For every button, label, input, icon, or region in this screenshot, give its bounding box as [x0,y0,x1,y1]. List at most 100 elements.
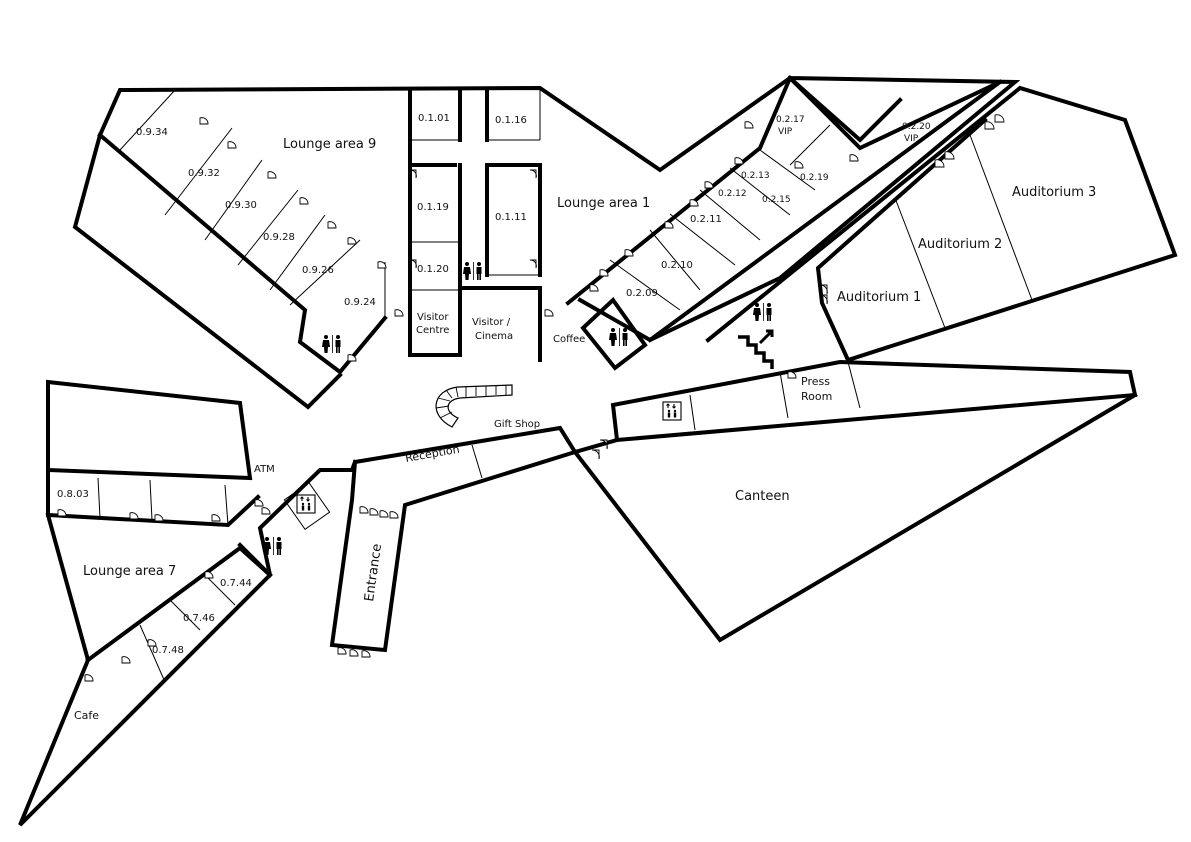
restroom-icon [462,261,482,281]
label-visitor-cinema-2: Cinema [475,331,513,342]
room-0924: 0.9.24 [344,297,376,308]
door-swing-icon [379,510,389,518]
room-0220: 0.2.20 [902,122,931,132]
door-swing-icon [199,117,209,125]
door-swing-icon [984,121,995,130]
door-swing-icon [299,197,309,205]
stairs-down-icon [738,335,774,369]
door-swing-icon [599,439,608,450]
door-swing-icon [347,237,357,245]
door-swing-icon [347,354,357,362]
label-reception: Reception [404,443,460,465]
door-swing-icon [254,499,264,507]
label-lounge-area-9: Lounge area 9 [283,137,376,152]
room-0746: 0.7.46 [183,613,215,624]
thin-dividers [97,89,1033,683]
wall-lounge9-block [72,75,903,410]
wall-canteen [572,392,1138,643]
label-gift-shop: Gift Shop [494,419,540,430]
room-0926: 0.9.26 [302,265,334,276]
room-0213: 0.2.13 [741,171,770,181]
wall-coffee-restroom [580,296,648,371]
door-swing-icon [934,159,945,168]
elevator-icon [662,401,682,421]
label-atm: ATM [254,464,275,475]
door-swing-icon [994,114,1005,123]
door-swing-icon [409,169,417,179]
room-0215: 0.2.15 [762,195,791,205]
restroom-icon [752,302,772,322]
door-swing-icon [819,284,828,295]
door-swing-icon [394,309,404,317]
door-swing-icon [529,259,537,269]
door-swing-icon [227,141,237,149]
room-0217-vip: VIP [778,127,793,137]
wall-central [408,88,542,362]
room-0111: 0.1.11 [495,212,527,223]
door-swing-icon [787,371,797,379]
door-swing-icon [409,259,417,269]
door-swing-icon [849,154,859,162]
door-swing-icon [57,509,67,517]
door-swing-icon [599,269,609,277]
room-0211: 0.2.11 [690,214,722,225]
room-0209: 0.2.09 [626,288,658,299]
door-swing-icon [591,449,600,460]
door-swing-icon [664,221,674,229]
label-visitor-cinema: Visitor / [472,317,511,328]
restroom-icon [608,327,628,347]
room-0748: 0.7.48 [152,645,184,656]
room-0744: 0.7.44 [220,578,252,589]
label-visitor-centre: Visitor [417,312,449,323]
room-0803: 0.8.03 [57,489,89,500]
room-0928: 0.9.28 [263,232,295,243]
room-0212: 0.2.12 [718,189,747,199]
door-swing-icon [147,639,157,647]
labels: Lounge area 9 Lounge area 1 Lounge area … [57,113,1096,722]
room-0220-vip: VIP [904,134,919,144]
door-swing-icon [121,656,131,664]
door-swing-icon [544,309,554,317]
door-swing-icon [349,649,359,657]
door-swing-icon [261,507,271,515]
restroom-icon [262,536,282,556]
spiral-staircase-icon [435,384,513,428]
door-swing-icon [624,249,634,257]
label-lounge-area-1: Lounge area 1 [557,196,650,211]
door-swing-icon [204,571,214,579]
label-auditorium-2: Auditorium 2 [918,237,1002,252]
label-auditorium-1: Auditorium 1 [837,290,921,305]
room-0932: 0.9.32 [188,168,220,179]
wall-rooms-0101-0116 [458,88,489,142]
wall-wing02 [565,75,1021,343]
door-swing-icon [327,221,337,229]
label-visitor-centre-2: Centre [416,325,449,336]
room-0217: 0.2.17 [776,115,805,125]
door-swing-icon [211,514,221,522]
label-press-room: Press [801,375,830,388]
room-0934: 0.9.34 [136,127,168,138]
wall-auditoriums [705,85,1178,363]
label-lounge-area-7: Lounge area 7 [83,564,176,579]
room-0101: 0.1.01 [418,113,450,124]
door-swing-icon [689,199,699,207]
wall-lounge9-corridor [97,132,388,375]
wall-wing02-inner [647,79,1003,343]
label-canteen: Canteen [735,489,790,504]
door-swing-icon [704,181,714,189]
doors [57,114,1005,682]
door-swing-icon [794,161,804,169]
wall-reception [329,425,579,653]
label-press-room-2: Room [801,390,832,403]
door-swing-icon [267,171,277,179]
elevator-icon [296,494,316,514]
label-auditorium-3: Auditorium 3 [1012,185,1096,200]
door-swing-icon [819,294,828,305]
restroom-icon [321,334,341,354]
room-0116: 0.1.16 [495,115,527,126]
wall-lounge7-corridor [85,545,273,663]
room-0210: 0.2.10 [661,260,693,271]
door-swing-icon [129,512,139,520]
door-swing-icon [84,674,94,682]
